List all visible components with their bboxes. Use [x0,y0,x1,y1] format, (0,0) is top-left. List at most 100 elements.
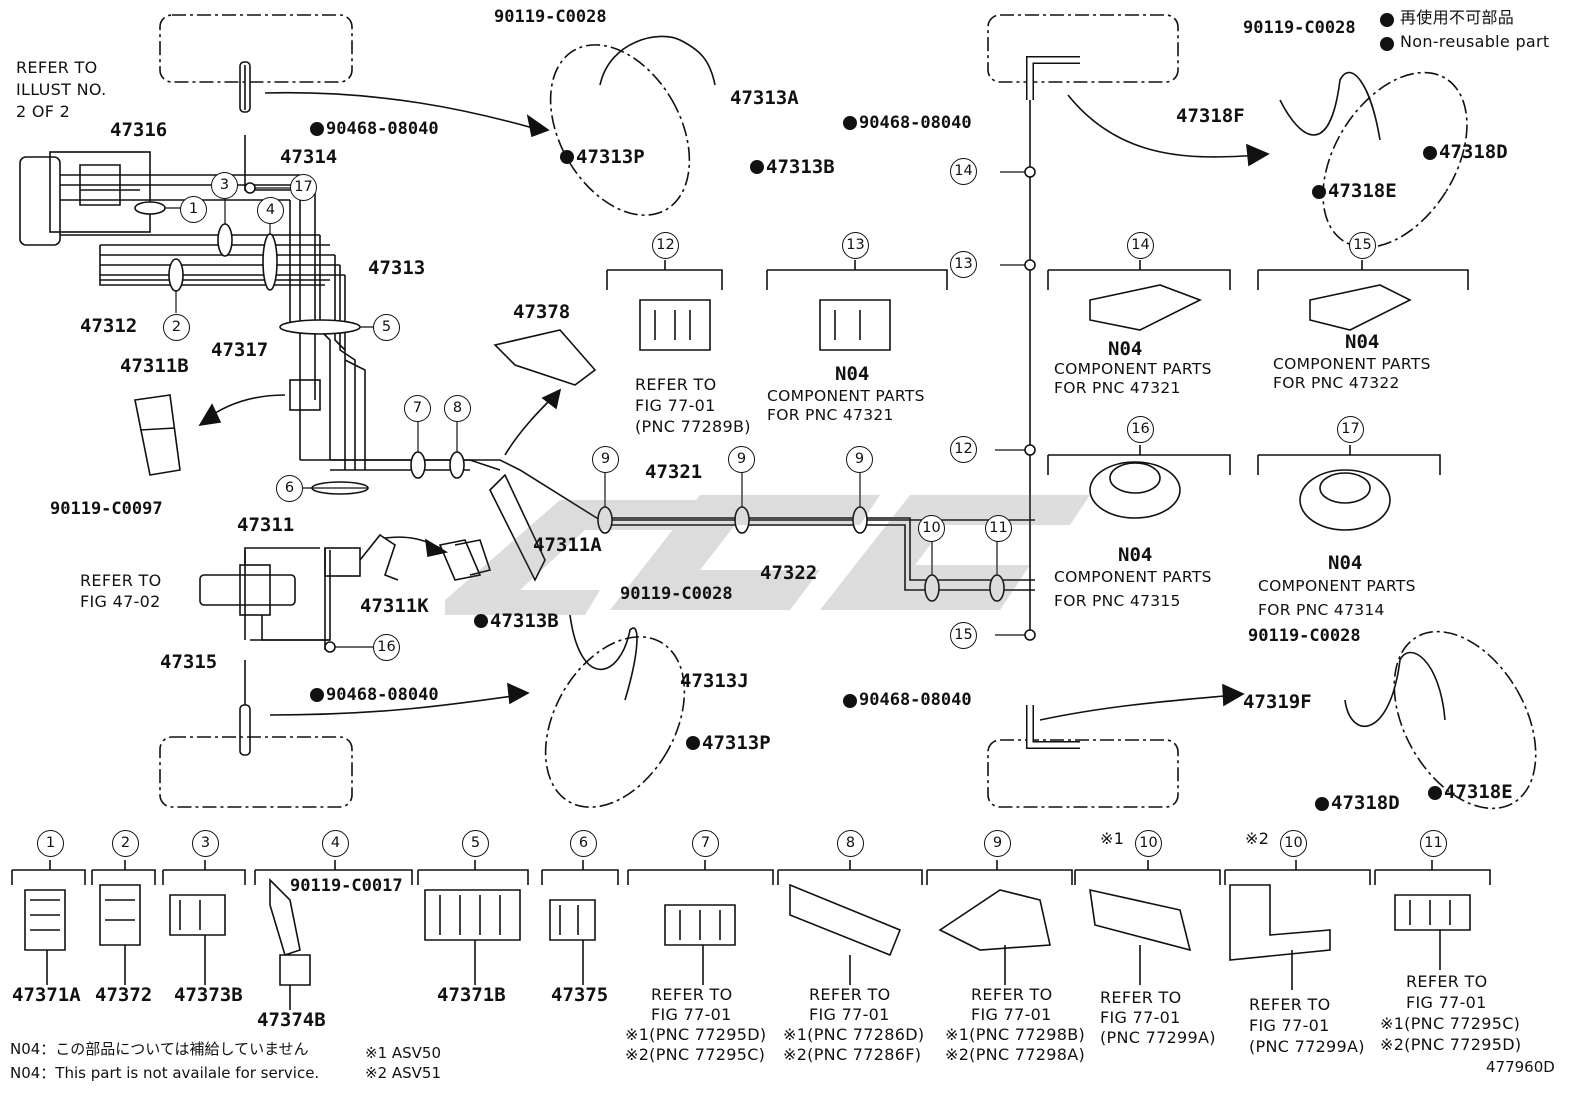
part-label: 47313 [368,257,426,279]
watermark [445,495,1090,615]
callout-10: 10 [918,515,945,542]
component-16-line1: COMPONENT PARTS [1054,568,1212,586]
callout-9: 9 [728,446,755,473]
non-reusable-dot-icon [1423,146,1437,160]
part-label: 47311A [533,534,602,556]
front-left-wheel-box [159,14,353,83]
callout-10: 10 [1280,830,1307,857]
callout-16: 16 [373,634,400,661]
figure-id: 477960D [1486,1058,1555,1076]
part-label: 90119-C0028 [1248,626,1361,646]
part-label: 90468-08040 [326,119,439,139]
callout-4: 4 [257,197,284,224]
non-reusable-dot-icon [310,122,324,136]
refer-12-line3: (PNC 77289B) [635,417,751,436]
part-label: 47318E [1444,781,1513,803]
callout-15: 15 [1349,232,1376,259]
part-label: 47314 [280,146,338,168]
part-label: 47313B [766,156,835,178]
part-label: 47372 [95,984,153,1006]
part-label: 47371A [12,984,81,1006]
part-label: 47313P [576,146,645,168]
refer-7-line2: FIG 77-01 [651,1005,732,1024]
non-reusable-dot-icon [1315,797,1329,811]
part-label: 90119-C0028 [1243,18,1356,38]
part-label: 90119-C0028 [620,584,733,604]
component-17-line1: COMPONENT PARTS [1258,577,1416,595]
part-label: 47317 [211,339,269,361]
non-reusable-dot-icon [1312,185,1326,199]
legend-dot-icon [1380,13,1394,27]
callout-12: 12 [652,232,679,259]
non-reusable-dot-icon [474,614,488,628]
part-label: 90119-C0028 [494,7,607,27]
n04-label: N04 [1118,544,1153,566]
part-label: 90119-C0017 [290,876,403,896]
callout-12: 12 [950,436,977,463]
refer-9-line1: REFER TO [971,985,1053,1004]
refer-8-line1: REFER TO [809,985,891,1004]
refer-8-line2: FIG 77-01 [809,1005,890,1024]
callout-9: 9 [984,830,1011,857]
part-label: 47313B [490,610,559,632]
n04-label: N04 [1345,331,1380,353]
callout-3: 3 [211,172,238,199]
callout-14: 14 [950,158,977,185]
callout-5: 5 [462,830,489,857]
refer-8-line4: ※2(PNC 77286F) [783,1045,922,1064]
callout-3: 3 [192,830,219,857]
refer-11-line4: ※2(PNC 77295D) [1380,1035,1522,1054]
refer-fig4702-line1: REFER TO [80,571,162,590]
refer-illust-line2: ILLUST NO. [16,80,107,99]
component-14-line2: FOR PNC 47321 [1054,379,1181,397]
callout-1: 1 [180,196,207,223]
refer-11-line2: FIG 77-01 [1406,993,1487,1012]
non-reusable-dot-icon [750,160,764,174]
callout-15: 15 [950,622,977,649]
callout-6: 6 [570,830,597,857]
callout-9: 9 [592,446,619,473]
part-label: 47318F [1176,105,1245,127]
mark-1: ※1 [1100,829,1125,848]
part-label: 47313A [730,87,799,109]
part-label: 47311K [360,595,429,617]
callout-13: 13 [950,251,977,278]
callout-8: 8 [444,395,471,422]
part-label: 47313J [680,670,749,692]
part-label: 47322 [760,562,818,584]
n04-label: N04 [1108,338,1143,360]
refer-9-line2: FIG 77-01 [971,1005,1052,1024]
callout-6: 6 [276,475,303,502]
component-15-line2: FOR PNC 47322 [1273,374,1400,392]
callout-5: 5 [373,314,400,341]
refer-fig4702-line2: FIG 47-02 [80,592,161,611]
callout-2: 2 [163,314,190,341]
refer-9-line4: ※2(PNC 77298A) [945,1045,1085,1064]
part-label: 47374B [257,1009,326,1031]
part-label: 90468-08040 [326,685,439,705]
callout-10: 10 [1135,830,1162,857]
callout-7: 7 [692,830,719,857]
non-reusable-dot-icon [1428,786,1442,800]
refer-10a-line2: FIG 77-01 [1100,1008,1181,1027]
legend-dot-icon [1380,37,1394,51]
refer-7-line1: REFER TO [651,985,733,1004]
legend-en: Non-reusable part [1400,32,1550,51]
part-label: 47378 [513,301,571,323]
callout-9: 9 [846,446,873,473]
part-label: 47321 [645,461,703,483]
callout-7: 7 [404,395,431,422]
part-label: 47318E [1328,180,1397,202]
footnote-m1: ※1 ASV50 [365,1044,442,1062]
refer-10b-line1: REFER TO [1249,995,1331,1014]
callout-11: 11 [985,515,1012,542]
refer-12-line1: REFER TO [635,375,717,394]
part-label: 47313P [702,732,771,754]
part-label: 47315 [160,651,218,673]
part-label: 47375 [551,984,609,1006]
footnote-m2: ※2 ASV51 [365,1064,442,1082]
part-label: 47319F [1243,691,1312,713]
callout-17: 17 [1337,416,1364,443]
component-16-line2: FOR PNC 47315 [1054,592,1181,610]
